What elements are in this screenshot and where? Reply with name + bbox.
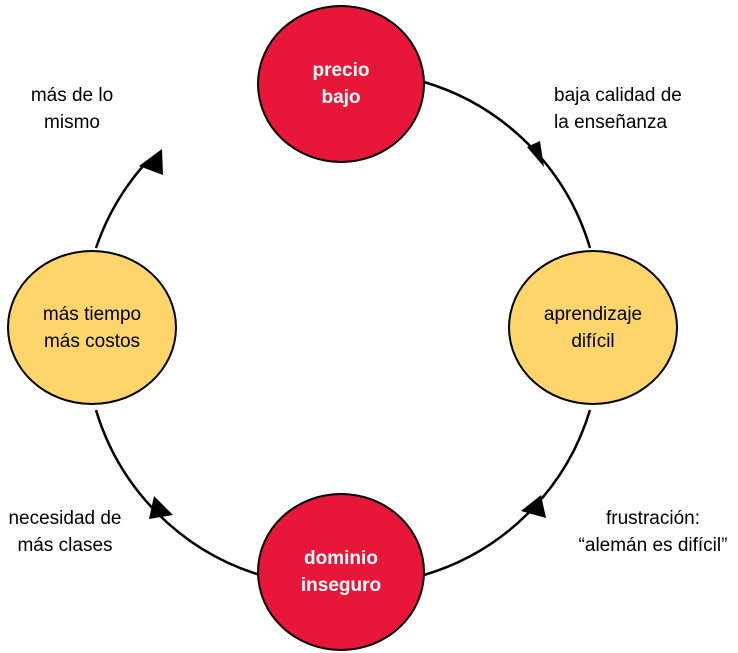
node-precio-bajo: precio bajo bbox=[257, 5, 425, 163]
edge-label-frustracion-line1: frustración: bbox=[606, 508, 700, 529]
arc-mastiempo-to-top bbox=[94, 165, 144, 249]
edge-label-necesidad: necesidad de más clases bbox=[0, 505, 130, 559]
edge-label-necesidad-line2: más clases bbox=[17, 535, 113, 556]
node-dominio-line2: inseguro bbox=[300, 575, 382, 596]
edge-label-baja-calidad-line2: la enseñanza bbox=[554, 112, 668, 133]
edge-label-baja-calidad-line1: baja calidad de bbox=[554, 85, 682, 106]
edge-label-necesidad-line1: necesidad de bbox=[8, 508, 122, 529]
node-dominio-line1: dominio bbox=[304, 548, 378, 569]
node-precio-bajo-line1: precio bbox=[312, 60, 370, 81]
node-mas-tiempo-mas-costos: más tiempo más costos bbox=[7, 250, 177, 405]
arrowhead-down-left bbox=[521, 495, 546, 518]
arc-precio-to-aprendizaje bbox=[423, 80, 592, 249]
edge-label-baja-calidad: baja calidad de la enseñanza bbox=[554, 82, 682, 136]
node-aprendizaje-line2: difícil bbox=[571, 330, 615, 352]
node-mastiempo-line1: más tiempo bbox=[42, 303, 142, 325]
node-mastiempo-line2: más costos bbox=[43, 330, 141, 352]
arrowhead-down-right bbox=[527, 141, 544, 167]
node-precio-bajo-line2: bajo bbox=[321, 87, 361, 108]
edge-label-frustracion: frustración: “alemán es difícil” bbox=[568, 505, 738, 559]
node-dominio-inseguro: dominio inseguro bbox=[257, 493, 425, 651]
edge-label-mas-de-lo-mismo: más de lo mismo bbox=[20, 82, 124, 136]
node-aprendizaje-dificil: aprendizaje difícil bbox=[508, 250, 678, 405]
arrowhead-up-left bbox=[149, 496, 173, 519]
node-aprendizaje-line1: aprendizaje bbox=[543, 303, 643, 325]
arrowhead-up-top bbox=[139, 149, 163, 175]
arc-aprendizaje-to-dominio bbox=[423, 409, 592, 577]
edge-label-frustracion-line2: “alemán es difícil” bbox=[578, 535, 728, 556]
edge-label-mas-de-lo-mismo-line2: mismo bbox=[44, 112, 100, 133]
edge-label-mas-de-lo-mismo-line1: más de lo bbox=[30, 85, 114, 106]
